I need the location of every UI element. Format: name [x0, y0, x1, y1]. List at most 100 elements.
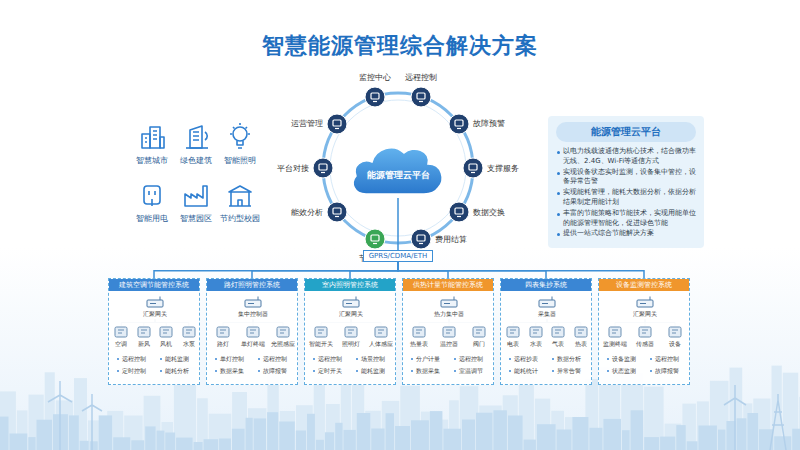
building [371, 429, 384, 450]
panel-heading: 能源管理云平台 [556, 122, 696, 142]
building [557, 430, 572, 450]
system-feature: 数据分析 [552, 355, 581, 364]
building [316, 440, 324, 450]
building [687, 441, 698, 450]
device-label: 设备 [669, 340, 681, 349]
app-node: 智能用电 [136, 180, 168, 224]
system-feature: 远程控制 [117, 355, 146, 364]
sys-node: 设备监测管控系统设备监测远程控制状态监测故障报警汇聚网关监测终端传感器设备 [598, 278, 690, 385]
application-icon [225, 122, 255, 152]
dev-node: 水表 [529, 326, 543, 349]
dev-node: 热量表 [410, 326, 428, 349]
building [430, 411, 443, 450]
building [508, 416, 523, 450]
sys-node: 四表集抄系统远程抄表数据分析能耗统计异常告警采集器电表水表气表热表 [500, 278, 592, 385]
building [443, 429, 461, 450]
dev-node: 电表 [506, 326, 520, 349]
system-feature: 数据采集 [411, 367, 440, 376]
device-icon [574, 326, 588, 338]
device-detail [416, 330, 422, 333]
building [204, 439, 219, 450]
icon-glyph [469, 164, 477, 170]
panel-bullet: 实现设备状态实时监测，设备集中管控，设备异常告警 [556, 168, 696, 188]
building [254, 418, 266, 450]
icon-glyph [457, 128, 461, 129]
system-feature: 室温调节 [454, 367, 483, 376]
device-detail [642, 330, 648, 333]
panel-node: 能源管理云平台以电力线载波通信为核心技术，结合微功率无线、2.4G、Wi-Fi等… [548, 116, 704, 248]
device-label: 水表 [530, 340, 542, 349]
icon-glyph [417, 93, 425, 99]
device-icon [638, 326, 652, 338]
gateway-antenna [248, 297, 258, 304]
system-feature: 远程控制 [454, 355, 483, 364]
device-detail [476, 330, 482, 333]
icon-glyph [457, 216, 461, 217]
device-label: 光照感应 [271, 340, 295, 349]
function-icon [326, 201, 348, 223]
icon-glyph [371, 93, 379, 99]
ring-node: 远程控制 [405, 72, 437, 108]
building [314, 379, 325, 450]
dev-node: 传感器 [636, 326, 654, 349]
system-feature: 分户计量 [411, 355, 440, 364]
icon-glyph [333, 208, 341, 214]
dev-node: 温控器 [440, 326, 458, 349]
gateway-icon [146, 296, 164, 308]
building [176, 438, 193, 450]
icon-glyph [333, 120, 341, 126]
device-icon [472, 326, 486, 338]
device-body [345, 327, 357, 337]
gateway-icon [244, 296, 262, 308]
app-node: 智能照明 [224, 122, 256, 166]
device-detail [250, 330, 256, 333]
gateway-antenna [542, 297, 552, 304]
device-body [315, 327, 327, 337]
function-label: 监控中心 [359, 72, 391, 83]
panel-bullet: 以电力线载波通信为核心技术，结合微功率无线、2.4G、Wi-Fi等通信方式 [556, 147, 696, 167]
gw-node: 汇聚网关 [143, 296, 167, 319]
device-body [507, 327, 519, 337]
application-label: 智能用电 [136, 213, 168, 224]
connector [154, 262, 398, 278]
gateway-label: 汇聚网关 [339, 310, 363, 319]
function-label: 数据交换 [473, 207, 505, 218]
device-label: 温控器 [440, 340, 458, 349]
device-body [375, 327, 387, 337]
cloud-node: 能源管理云平台 [348, 138, 448, 198]
ring-node: 能效分析 [291, 201, 348, 223]
function-label: 费用结算 [435, 234, 467, 245]
building [386, 413, 394, 450]
device-detail [141, 330, 147, 333]
device-label: 单灯终端 [241, 340, 265, 349]
icon-glyph [321, 172, 325, 173]
gateway-label: 集中控制器 [238, 310, 268, 319]
ring-node: 监控中心 [359, 72, 391, 108]
device-icon [137, 326, 151, 338]
function-icon [410, 86, 432, 108]
connector [398, 262, 546, 278]
building [69, 415, 79, 450]
function-label: 运营管理 [291, 118, 323, 129]
icon-glyph [417, 235, 425, 241]
building [219, 439, 231, 450]
ring-node: 费用结算 [410, 228, 467, 250]
system-feature: 能耗监测 [356, 367, 385, 376]
building [603, 419, 621, 450]
system-header: 建筑空调节能管控系统 [109, 279, 199, 291]
system-feature: 故障报警 [258, 367, 287, 376]
function-icon [364, 86, 386, 108]
building [411, 420, 429, 450]
device-icon [551, 326, 565, 338]
system-feature: 故障报警 [650, 367, 679, 376]
device-label: 路灯 [217, 340, 229, 349]
building [572, 417, 588, 450]
device-body [443, 327, 455, 337]
gateway-antenna [444, 297, 454, 304]
connector [252, 262, 398, 278]
system-feature: 能耗分析 [160, 367, 189, 376]
device-label: 电表 [507, 340, 519, 349]
sys-node: 室内照明管控系统远程控制场景控制定时开关能耗监测汇聚网关智能开关照明灯人体感应 [304, 278, 396, 385]
system-feature: 能耗统计 [509, 367, 538, 376]
device-label: 新风 [138, 340, 150, 349]
